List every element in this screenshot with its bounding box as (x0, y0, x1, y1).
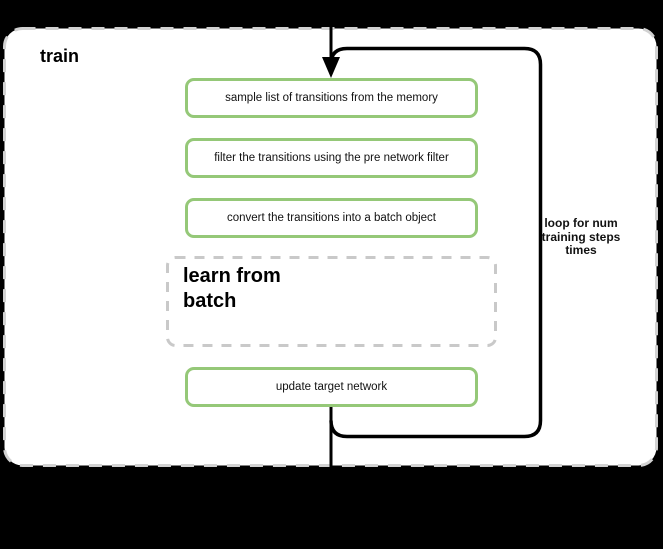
node-update-target-network: update target network (185, 367, 478, 407)
node-filter-transitions: filter the transitions using the pre net… (185, 138, 478, 178)
node-sample-transitions: sample list of transitions from the memo… (185, 78, 478, 118)
arrowhead-down-icon (322, 57, 340, 78)
learn-from-batch-outline (166, 256, 497, 347)
loop-annotation: loop for num training steps times (541, 216, 621, 257)
subgraph-title: train (40, 46, 80, 66)
node-convert-to-batch: convert the transitions into a batch obj… (185, 198, 478, 238)
loop-rectangle (329, 46, 543, 439)
subprocess-title: learn from batch (183, 265, 281, 312)
